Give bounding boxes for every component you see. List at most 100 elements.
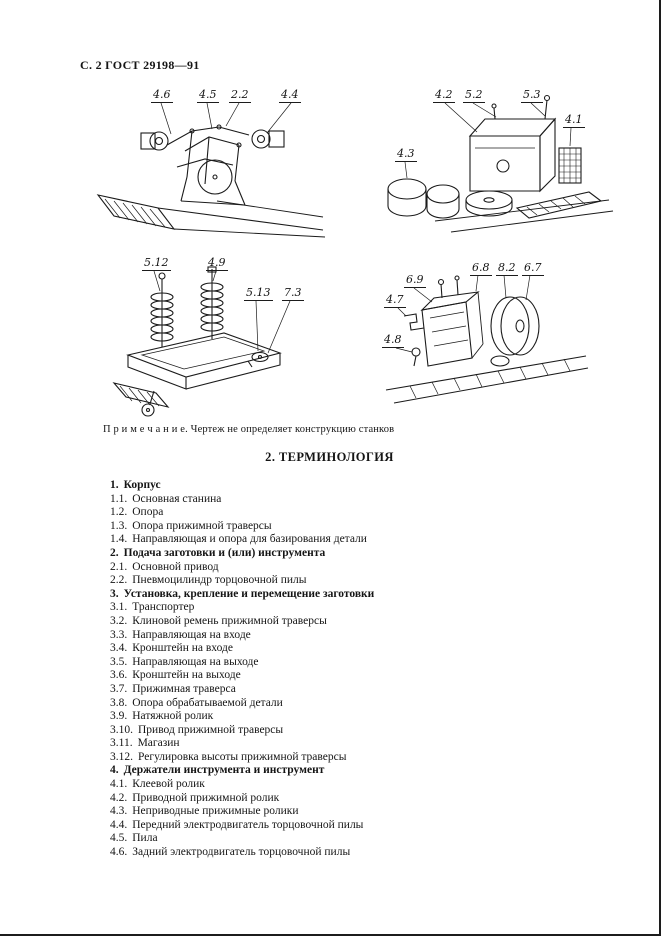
term-item: 3. Установка, крепление и перемещение заг… xyxy=(110,588,590,602)
term-number: 3.9. xyxy=(110,710,128,723)
term-text: Регулировка высоты прижимной траверсы xyxy=(138,750,347,763)
term-number: 3.2. xyxy=(110,614,128,627)
term-number: 3.6. xyxy=(110,669,128,682)
term-text: Направляющая на выходе xyxy=(132,655,259,668)
term-number: 3.10. xyxy=(110,723,133,736)
term-number: 4. xyxy=(110,764,119,777)
term-item: 4.2. Приводной прижимной ролик xyxy=(110,792,590,806)
term-text: Приводной прижимной ролик xyxy=(132,791,280,804)
term-number: 2.1. xyxy=(110,560,128,573)
callout-label: 8.2 xyxy=(496,261,518,276)
callout-label: 4.6 xyxy=(151,88,173,103)
figure-bottom-left: 5.12 4.9 5.13 7.3 xyxy=(110,255,310,423)
callout-label: 4.4 xyxy=(279,88,301,103)
term-text: Подача заготовки и (или) инструмента xyxy=(123,546,326,559)
term-item: 3.11. Магазин xyxy=(110,737,590,751)
callout-label: 6.7 xyxy=(522,261,544,276)
term-item: 3.9.Натяжной ролик xyxy=(110,710,590,724)
callout-label: 4.1 xyxy=(563,113,585,128)
term-item: 1.1. Основная станина xyxy=(110,493,590,507)
term-text: Опора обрабатываемой детали xyxy=(132,696,283,709)
term-text: Привод прижимной траверсы xyxy=(138,723,284,736)
term-item: 2.Подача заготовки и (или) инструмента xyxy=(110,547,590,561)
term-number: 1.1. xyxy=(110,492,128,505)
term-text: Задний электродвигатель торцовочной пилы xyxy=(132,846,351,859)
term-text: Опора прижимной траверсы xyxy=(132,519,272,532)
term-text: Кронштейн на входе xyxy=(132,642,233,655)
term-item: 3.4. Кронштейн на входе xyxy=(110,642,590,656)
term-text: Неприводные прижимные ролики xyxy=(132,805,299,818)
term-item: 3.1. Транспортер xyxy=(110,601,590,615)
term-text: Опора xyxy=(132,506,164,519)
figure-bottom-right-art xyxy=(385,274,589,404)
term-number: 1.3. xyxy=(110,519,128,532)
term-text: Основная станина xyxy=(132,492,222,505)
term-number: 4.3. xyxy=(110,805,128,818)
page-header: С. 2 ГОСТ 29198—91 xyxy=(80,58,200,72)
figure-bottom-right: 6.9 6.8 8.2 6.7 4.7 4.8 xyxy=(380,260,590,415)
term-number: 3.5. xyxy=(110,655,128,668)
term-text: Транспортер xyxy=(132,601,195,614)
term-item: 1.Корпус xyxy=(110,479,590,493)
term-number: 4.1. xyxy=(110,778,128,791)
term-text: Корпус xyxy=(123,479,161,491)
term-number: 4.5. xyxy=(110,832,128,845)
term-number: 3.1. xyxy=(110,601,128,614)
term-text: Передний электродвигатель торцовочной пи… xyxy=(132,818,364,831)
term-number: 3.7. xyxy=(110,682,128,695)
term-item: 4.1. Клеевой ролик xyxy=(110,778,590,792)
term-text: Клеевой ролик xyxy=(132,778,205,791)
callout-label: 4.8 xyxy=(382,333,404,348)
term-item: 3.5. Направляющая на выходе xyxy=(110,656,590,670)
term-item: 3.6. Кронштейн на выходе xyxy=(110,669,590,683)
term-item: 4.3. Неприводные прижимные ролики xyxy=(110,805,590,819)
term-item: 1.4.Направляющая и опора для базирования… xyxy=(110,533,590,547)
term-text: Кронштейн на выходе xyxy=(132,669,241,682)
term-text: Магазин xyxy=(137,737,180,750)
term-item: 3.7.Прижимная траверса xyxy=(110,683,590,697)
term-item: 3.12. Регулировка высоты прижимной травер… xyxy=(110,751,590,765)
term-number: 3.12. xyxy=(110,750,133,763)
term-text: Клиновой ремень прижимной траверсы xyxy=(132,614,327,627)
term-number: 3.3. xyxy=(110,628,128,641)
figure-top-right: 4.2 5.2 5.3 4.1 4.3 xyxy=(375,88,615,240)
callout-label: 4.9 xyxy=(206,256,228,271)
callout-label: 5.2 xyxy=(463,88,485,103)
callout-label: 4.3 xyxy=(395,147,417,162)
term-number: 2.2. xyxy=(110,574,128,587)
term-item: 1.2. Опора xyxy=(110,506,590,520)
callout-label: 4.7 xyxy=(384,293,406,308)
term-item: 4.5.Пила xyxy=(110,832,590,846)
callout-label: 5.13 xyxy=(244,286,273,301)
term-number: 3.4. xyxy=(110,642,128,655)
term-number: 1.4. xyxy=(110,533,128,546)
callout-label: 2.2 xyxy=(229,88,251,103)
figure-top-right-art xyxy=(387,94,614,233)
term-item: 2.2.Пневмоцилиндр торцовочной пилы xyxy=(110,574,590,588)
callout-label: 5.12 xyxy=(142,256,171,271)
term-number: 3.8. xyxy=(110,696,128,709)
term-number: 3. xyxy=(110,587,119,600)
term-number: 4.2. xyxy=(110,791,128,804)
term-number: 3.11. xyxy=(110,737,133,750)
note-text: П р и м е ч а н и е. Чертеж не определяе… xyxy=(103,424,395,435)
term-text: Основной привод xyxy=(132,560,219,573)
term-item: 2.1. Основной привод xyxy=(110,561,590,575)
term-text: Установка, крепление и перемещение загот… xyxy=(123,587,375,600)
callout-label: 4.2 xyxy=(433,88,455,103)
term-number: 1.2. xyxy=(110,506,128,519)
term-text: Направляющая на входе xyxy=(132,628,251,641)
callout-label: 7.3 xyxy=(282,286,304,301)
callout-label: 6.9 xyxy=(404,273,426,288)
term-item: 3.3. Направляющая на входе xyxy=(110,629,590,643)
section-title: 2. ТЕРМИНОЛОГИЯ xyxy=(265,450,394,464)
callout-label: 6.8 xyxy=(470,261,492,276)
callout-label: 4.5 xyxy=(197,88,219,103)
term-item: 3.2. Клиновой ремень прижимной траверсы xyxy=(110,615,590,629)
term-item: 1.3. Опора прижимной траверсы xyxy=(110,520,590,534)
term-number: 4.6. xyxy=(110,846,128,859)
term-text: Держатели инструмента и инструмент xyxy=(123,764,325,777)
term-item: 3.8. Опора обрабатываемой детали xyxy=(110,697,590,711)
figure-top-left: 4.6 4.5 2.2 4.4 xyxy=(95,88,327,240)
callout-label: 5.3 xyxy=(521,88,543,103)
